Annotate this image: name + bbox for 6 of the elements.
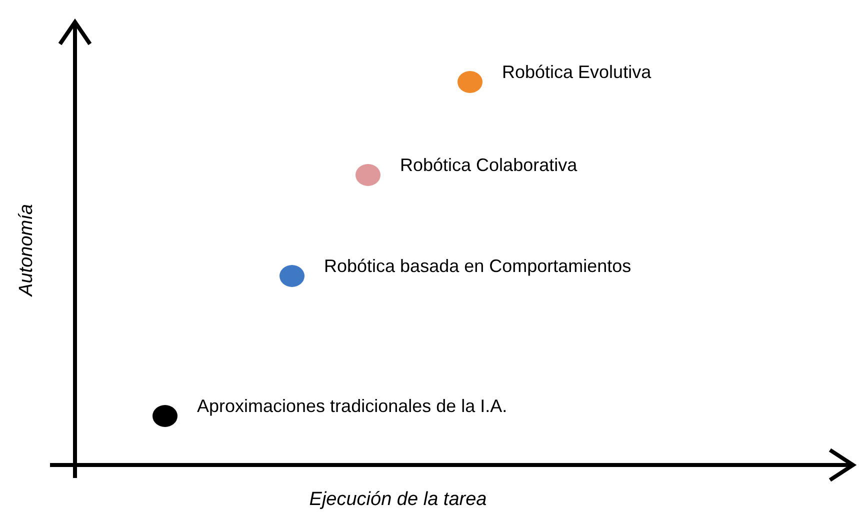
point-label: Aproximaciones tradicionales de la I.A. — [197, 395, 508, 417]
point-label: Robótica basada en Comportamientos — [324, 255, 632, 277]
point-label: Robótica Colaborativa — [400, 154, 578, 176]
point-label: Robótica Evolutiva — [502, 61, 652, 83]
axis-title: Ejecución de la tarea — [309, 489, 487, 511]
axis-title: Autonomía — [16, 204, 38, 296]
